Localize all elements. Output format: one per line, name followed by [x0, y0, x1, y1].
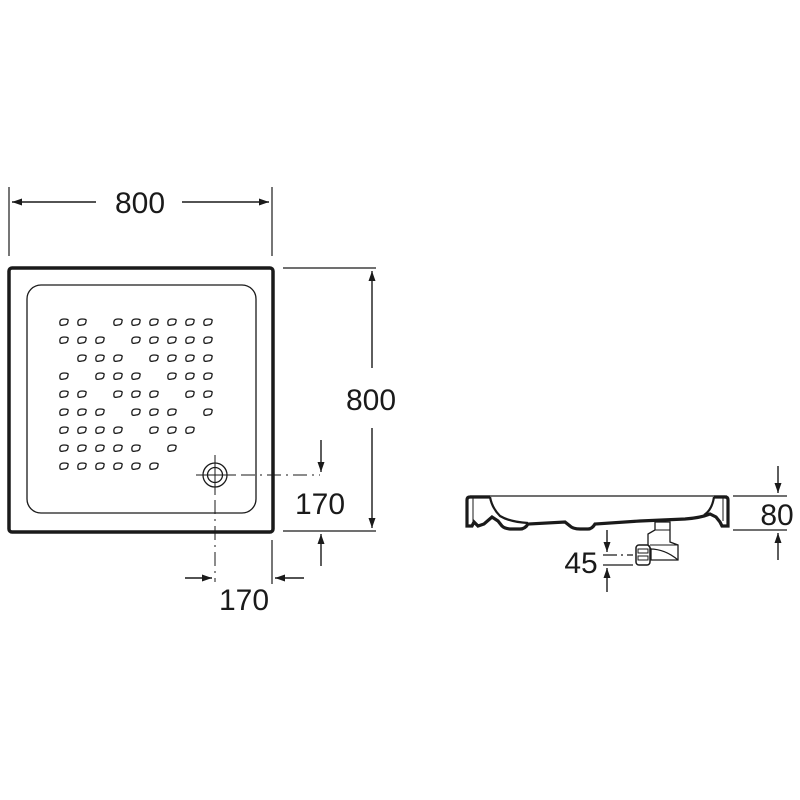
anti-slip-dot: [167, 444, 177, 452]
anti-slip-dot: [59, 336, 69, 344]
anti-slip-dot: [203, 372, 213, 380]
anti-slip-dot: [203, 336, 213, 344]
anti-slip-dot: [149, 426, 159, 434]
anti-slip-dot: [95, 336, 105, 344]
anti-slip-dot: [149, 336, 159, 344]
anti-slip-dot: [77, 318, 87, 326]
anti-slip-dot: [167, 372, 177, 380]
tray-outer-edge: [7, 266, 275, 534]
drain-icon: [196, 455, 320, 582]
anti-slip-dot: [167, 408, 177, 416]
drain-offset-x-dimension: 170: [185, 540, 304, 617]
tray-profile-left: [465, 495, 730, 531]
anti-slip-dot: [131, 408, 141, 416]
anti-slip-dot: [77, 462, 87, 470]
anti-slip-dot: [95, 354, 105, 362]
plan-view: 800 800 170: [7, 187, 396, 617]
tray-inner-basin: [26, 284, 257, 514]
side-height-label: 80: [760, 499, 793, 532]
anti-slip-dot: [95, 372, 105, 380]
anti-slip-dot: [203, 390, 213, 398]
anti-slip-dot: [95, 462, 105, 470]
anti-slip-dot: [185, 426, 195, 434]
anti-slip-dot: [131, 462, 141, 470]
anti-slip-dot: [59, 318, 69, 326]
anti-slip-dot: [203, 354, 213, 362]
anti-slip-dot: [149, 318, 159, 326]
anti-slip-dot: [149, 390, 159, 398]
anti-slip-dot: [77, 354, 87, 362]
anti-slip-dot: [185, 372, 195, 380]
anti-slip-grid: [59, 318, 213, 470]
anti-slip-dot: [113, 318, 123, 326]
anti-slip-dot: [131, 336, 141, 344]
waste-trap-icon: [635, 521, 679, 566]
anti-slip-dot: [59, 408, 69, 416]
anti-slip-dot: [77, 390, 87, 398]
waste-height-dimension: 45: [564, 530, 633, 592]
width-dimension: 800: [8, 187, 273, 256]
anti-slip-dot: [113, 390, 123, 398]
anti-slip-dot: [167, 354, 177, 362]
anti-slip-dot: [167, 318, 177, 326]
anti-slip-dot: [77, 336, 87, 344]
anti-slip-dot: [113, 444, 123, 452]
anti-slip-dot: [131, 372, 141, 380]
anti-slip-dot: [95, 426, 105, 434]
anti-slip-dot: [77, 426, 87, 434]
anti-slip-dot: [113, 372, 123, 380]
height-label: 800: [346, 384, 396, 417]
anti-slip-dot: [95, 444, 105, 452]
anti-slip-dot: [113, 462, 123, 470]
drain-offset-y-dimension: 170: [295, 440, 345, 566]
height-dimension: 800: [283, 267, 396, 532]
anti-slip-dot: [113, 426, 123, 434]
anti-slip-dot: [185, 354, 195, 362]
waste-height-label: 45: [564, 547, 597, 580]
anti-slip-dot: [131, 318, 141, 326]
width-label: 800: [115, 187, 165, 220]
anti-slip-dot: [185, 318, 195, 326]
side-view: 80 45: [465, 466, 794, 592]
anti-slip-dot: [203, 408, 213, 416]
anti-slip-dot: [149, 354, 159, 362]
anti-slip-dot: [149, 462, 159, 470]
anti-slip-dot: [167, 426, 177, 434]
drain-offset-x-label: 170: [219, 584, 269, 617]
drain-offset-y-label: 170: [295, 488, 345, 521]
side-height-dimension: 80: [733, 466, 794, 560]
anti-slip-dot: [59, 372, 69, 380]
anti-slip-dot: [59, 444, 69, 452]
anti-slip-dot: [131, 444, 141, 452]
anti-slip-dot: [149, 408, 159, 416]
anti-slip-dot: [185, 390, 195, 398]
anti-slip-dot: [77, 444, 87, 452]
anti-slip-dot: [59, 426, 69, 434]
anti-slip-dot: [77, 408, 87, 416]
anti-slip-dot: [59, 462, 69, 470]
anti-slip-dot: [95, 408, 105, 416]
anti-slip-dot: [203, 318, 213, 326]
anti-slip-dot: [185, 336, 195, 344]
anti-slip-dot: [113, 354, 123, 362]
anti-slip-dot: [167, 336, 177, 344]
anti-slip-dot: [59, 390, 69, 398]
anti-slip-dot: [131, 390, 141, 398]
